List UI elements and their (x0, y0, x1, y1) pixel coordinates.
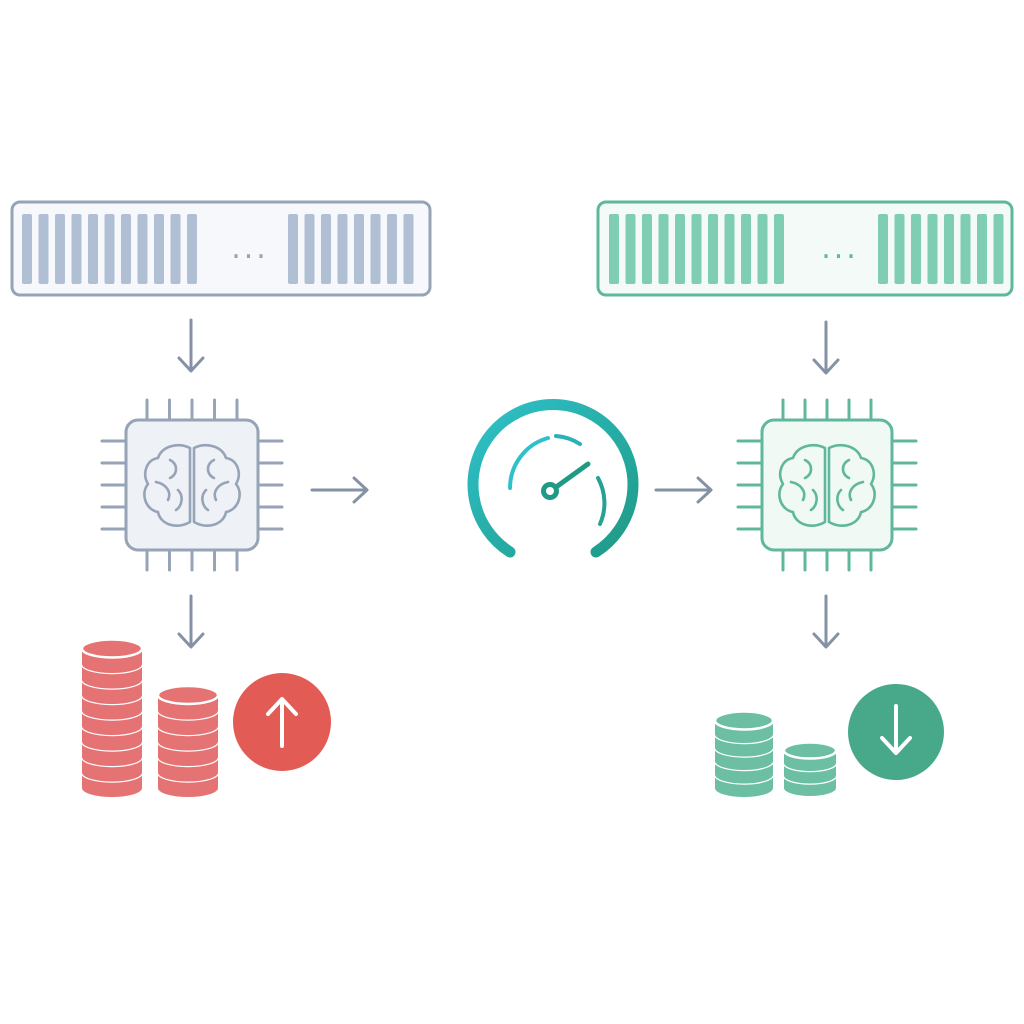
token-bar (55, 214, 65, 284)
token-bar (960, 214, 971, 284)
token-bar (658, 214, 669, 284)
token-bar (71, 214, 82, 284)
coin-bottom (784, 755, 836, 771)
token-bar (154, 214, 164, 284)
token-bar (387, 214, 397, 284)
coin-stack (782, 741, 838, 796)
coin-bottom (158, 748, 218, 766)
left-token-sequence: ... (10, 200, 432, 297)
coin-bottom (158, 701, 218, 720)
coin-top (713, 710, 775, 731)
speedometer-icon (394, 399, 639, 558)
token-bar (993, 214, 1004, 284)
token-bar (911, 214, 921, 284)
coin-bottom (82, 655, 142, 673)
coin-bottom (82, 779, 142, 797)
speed-lines (394, 430, 480, 548)
token-bar (337, 214, 348, 284)
token-bar (894, 214, 905, 284)
token-bar (708, 214, 718, 284)
coin-bottom (784, 780, 836, 796)
arrow-down-right-bottom (812, 594, 840, 649)
token-bar (170, 214, 181, 284)
left-tokens-after (288, 214, 414, 284)
coin-stack (713, 710, 775, 797)
right-tokens-after (878, 214, 1004, 284)
coin-bottom (82, 763, 142, 782)
left-cost-coins (80, 638, 220, 797)
token-bar (137, 214, 148, 284)
coin-bottom (82, 717, 142, 735)
arrow-right-left (310, 476, 369, 504)
token-bar (927, 214, 938, 284)
brain-icon (778, 444, 876, 527)
token-bar (370, 214, 381, 284)
coin-bottom (158, 779, 218, 797)
token-bar (187, 214, 197, 284)
token-bar (944, 214, 954, 284)
token-bar (878, 214, 888, 284)
arrow-right-right (654, 476, 713, 504)
coin-stack (156, 684, 220, 797)
arrow-down-left-top (177, 318, 205, 373)
token-bar (625, 214, 636, 284)
coin-bottom (82, 686, 142, 704)
token-bar (675, 214, 685, 284)
token-bar (642, 214, 652, 284)
token-bar (724, 214, 735, 284)
token-bar (88, 214, 98, 284)
token-bar (288, 214, 298, 284)
token-bar (354, 214, 364, 284)
token-bar (774, 214, 784, 284)
coin-bottom (158, 763, 218, 782)
token-bar (121, 214, 131, 284)
token-bar (321, 214, 331, 284)
right-sequence-ellipsis: ... (821, 231, 859, 266)
coin-bottom (784, 767, 836, 784)
coin-top (156, 684, 220, 706)
token-bar (977, 214, 987, 284)
arrow-down-icon (848, 684, 944, 780)
coin-bottom (82, 701, 142, 720)
coin-bottom (82, 748, 142, 766)
brain-icon (143, 444, 241, 527)
left-model-chip (100, 398, 284, 572)
coin-stack (80, 638, 144, 797)
coin-top (80, 638, 144, 659)
coin-bottom (158, 717, 218, 735)
arrow-down-right-top (812, 320, 840, 375)
coin-top (782, 741, 838, 760)
token-bar (609, 214, 619, 284)
token-bar (38, 214, 49, 284)
token-bar (741, 214, 751, 284)
arrow-up-icon (233, 673, 331, 771)
token-bar (22, 214, 32, 284)
right-model-chip (736, 398, 918, 572)
token-bar (691, 214, 702, 284)
left-sequence-ellipsis: ... (231, 231, 269, 266)
arrow-down-left-bottom (177, 594, 205, 649)
right-cost-coins (713, 710, 838, 797)
token-bar (304, 214, 315, 284)
token-bar (757, 214, 768, 284)
coin-bottom (158, 732, 218, 751)
left-tokens-before (22, 214, 197, 284)
right-tokens-before (609, 214, 784, 284)
coin-bottom (82, 732, 142, 751)
coin-bottom (82, 670, 142, 689)
token-bar (104, 214, 115, 284)
token-bar (403, 214, 414, 284)
right-token-sequence: ... (596, 200, 1014, 297)
